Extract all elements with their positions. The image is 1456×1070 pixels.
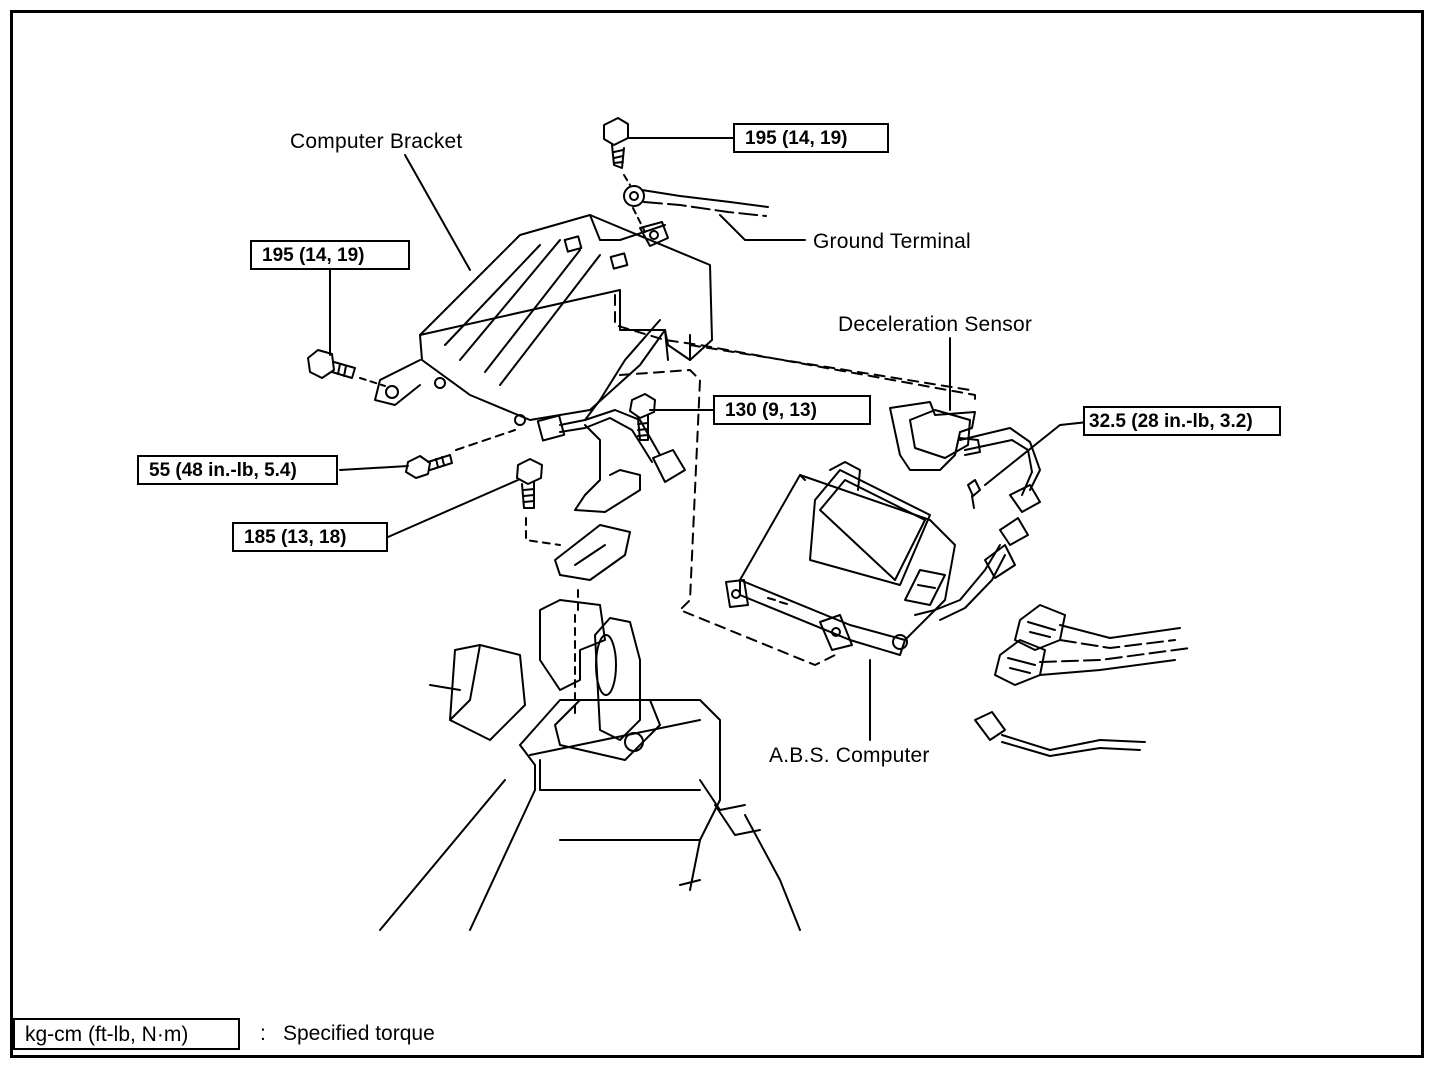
deceleration-sensor-drawing [889,401,1041,650]
computer-bracket-label: Computer Bracket [290,130,463,153]
torque-bolt-55: 55 (48 in.-lb, 5.4) [137,455,338,485]
legend-meaning: Specified torque [283,1022,435,1045]
torque-bolt-185: 185 (13, 18) [232,522,388,552]
bolt-55-drawing [405,429,516,479]
ground-bolt-drawing [603,117,769,247]
deceleration-sensor-label: Deceleration Sensor [838,313,1033,336]
mount-outline-dashed [614,294,976,666]
legend-unit-box: kg-cm (ft-lb, N·m) [13,1018,240,1050]
torque-bolt-130: 130 (9, 13) [713,395,871,425]
torque-sensor-bolt: 32.5 (28 in.-lb, 3.2) [1083,406,1281,436]
torque-bracket-bolt-left: 195 (14, 19) [250,240,410,270]
ground-terminal-label: Ground Terminal [813,230,971,253]
harness-connectors-drawing [974,604,1191,757]
computer-bracket-drawing [374,214,713,426]
bracket-bolt-left-drawing [307,349,386,387]
abs-computer-label: A.B.S. Computer [769,744,930,767]
bolt-130-drawing [629,393,656,441]
abs-computer-drawing [725,461,956,656]
torque-ground-bolt: 195 (14, 19) [733,123,889,153]
leader-lines [329,137,1089,741]
shift-console-drawing [379,599,801,931]
bolt-185-drawing [516,458,631,611]
diagram-frame [10,10,1424,1058]
legend-separator: : [260,1022,266,1045]
wire-harness-drawing [536,319,686,513]
